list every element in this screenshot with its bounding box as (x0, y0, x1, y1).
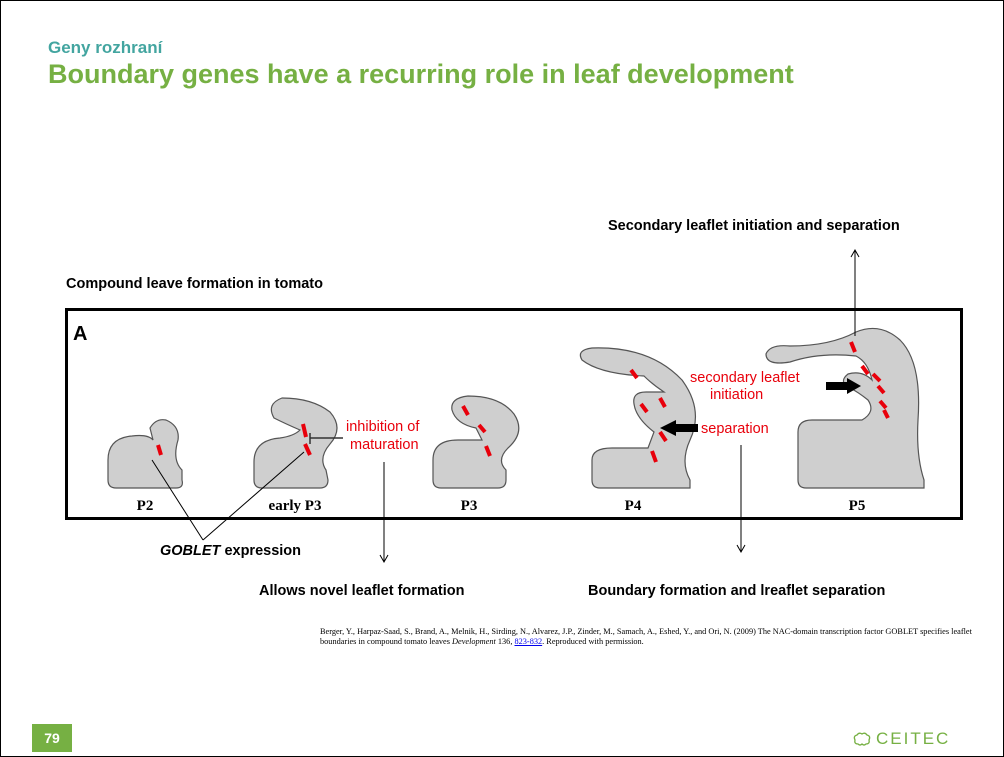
stage-label: P3 (461, 498, 478, 514)
goblet-mark (301, 423, 308, 438)
goblet-mark (629, 368, 639, 380)
figure-panel (65, 308, 963, 520)
page-number: 79 (44, 730, 60, 746)
stage-p2-shape (107, 419, 183, 489)
citation: Berger, Y., Harpaz-Saad, S., Brand, A., … (320, 627, 980, 647)
stage-early-p3-shape (253, 397, 338, 489)
goblet-mark (882, 409, 890, 419)
separation-arrow (660, 420, 698, 436)
stage-label: P5 (849, 498, 866, 514)
goblet-mark (477, 423, 487, 434)
secondary-initiation-label: Secondary leaflet initiation and separat… (608, 218, 900, 234)
goblet-mark (878, 399, 888, 410)
ceitec-logo: CEITEC (852, 729, 950, 749)
goblet-mark (156, 444, 163, 456)
slide-title: Boundary genes have a recurring role in … (48, 59, 794, 89)
secondary-leaflet-annotation: secondary leaflet (690, 370, 800, 386)
slide-subtitle: Geny rozhraní (48, 38, 163, 57)
goblet-expression-label: GOBLET expression (160, 543, 301, 559)
goblet-gene-name: GOBLET (160, 543, 221, 559)
goblet-mark (650, 450, 658, 463)
goblet-mark (860, 364, 870, 376)
boundary-formation-label: Boundary formation and lreaflet separati… (588, 583, 886, 599)
boundary-arrowhead (736, 544, 746, 554)
allows-arrowhead (379, 554, 389, 564)
goblet-mark (461, 405, 470, 416)
citation-pages-link[interactable]: 823-832 (514, 637, 543, 646)
goblet-mark (871, 372, 882, 383)
goblet-pointer-line (202, 451, 305, 541)
inhibition-annotation: inhibition of (346, 419, 420, 435)
goblet-mark (658, 430, 668, 443)
initiation-arrow (826, 378, 861, 394)
secondary-arrowhead (850, 248, 860, 258)
compound-leaf-label: Compound leave formation in tomato (66, 276, 323, 292)
initiation-annotation: initiation (710, 387, 763, 403)
goblet-mark (876, 384, 886, 395)
goblet-mark (658, 397, 667, 408)
panel-letter: A (73, 323, 87, 345)
separation-annotation: separation (701, 421, 769, 437)
citation-authors: Berger, Y., Harpaz-Saad, S., Brand, A., … (320, 627, 972, 646)
ceitec-logo-text: CEITEC (876, 729, 951, 748)
citation-journal: Development (452, 637, 496, 646)
citation-volume: 136, (495, 637, 515, 646)
allows-novel-leaflet-label: Allows novel leaflet formation (259, 583, 465, 599)
ceitec-logo-icon (853, 732, 871, 746)
goblet-mark (303, 443, 312, 456)
maturation-annotation: maturation (350, 437, 419, 453)
expression-word: expression (220, 543, 302, 559)
stage-p5-shape (765, 327, 925, 489)
stage-label: P2 (137, 498, 154, 514)
goblet-mark (639, 402, 649, 414)
stage-label: P4 (625, 498, 642, 514)
goblet-pointer-line (151, 459, 204, 541)
page-number-badge: 79 (32, 724, 72, 752)
stage-label: early P3 (269, 498, 322, 514)
citation-permission: . Reproduced with permission. (542, 637, 644, 646)
goblet-mark (484, 445, 492, 457)
goblet-mark (849, 341, 857, 353)
stage-p3-shape (432, 395, 520, 489)
stage-p4-shape (579, 347, 696, 489)
